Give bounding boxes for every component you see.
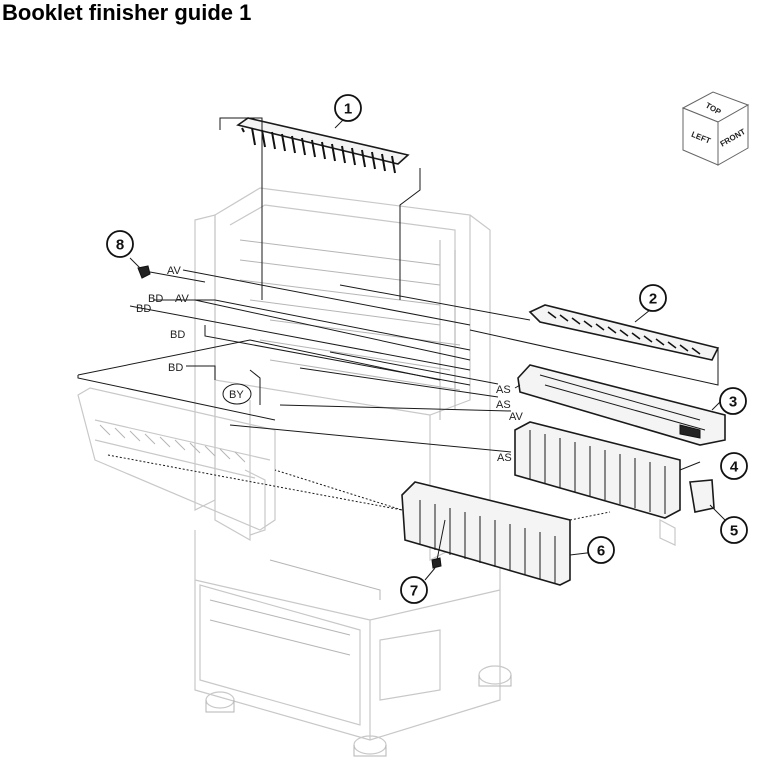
callout-3: 3 — [719, 387, 747, 415]
callout-2: 2 — [639, 284, 667, 312]
svg-text:1: 1 — [344, 101, 352, 118]
callout-8: 8 — [106, 230, 134, 258]
ref-label-av: AV — [175, 293, 190, 305]
page-title: Booklet finisher guide 1 — [2, 0, 252, 25]
part-7-screw — [424, 519, 446, 581]
callout-5: 5 — [720, 516, 748, 544]
callout-6: 6 — [587, 536, 615, 564]
reference-labels: AV BD AV BD BD BD BY AS AS AV AS — [136, 265, 524, 464]
ref-label-av: AV — [509, 411, 524, 423]
part-2-upper-guide — [339, 284, 720, 386]
part-1-comb-guide — [219, 117, 421, 300]
part-6-lower-guide — [274, 469, 611, 586]
ref-label-bd: BD — [136, 303, 151, 315]
ref-label-av: AV — [167, 265, 182, 277]
ref-label-as: AS — [496, 399, 511, 411]
callouts: 1 2 3 4 5 6 7 8 — [106, 94, 748, 604]
finisher-frame-ghost — [77, 187, 676, 757]
orientation-cube: TOP LEFT FRONT — [681, 91, 750, 166]
ref-label-bd: BD — [148, 293, 163, 305]
caster-wheels — [205, 665, 512, 757]
callout-4: 4 — [720, 452, 748, 480]
svg-text:6: 6 — [597, 543, 605, 560]
reference-leader-lines — [77, 269, 512, 511]
svg-text:5: 5 — [730, 523, 738, 540]
ref-label-bd: BD — [168, 362, 183, 374]
part-5-clip — [689, 479, 726, 521]
svg-text:4: 4 — [730, 459, 739, 476]
ref-label-by: BY — [229, 389, 244, 401]
callout-7: 7 — [400, 576, 428, 604]
part-3-guide-rail — [514, 364, 726, 446]
callout-1: 1 — [334, 94, 362, 122]
svg-text:8: 8 — [116, 237, 124, 254]
ref-label-as: AS — [496, 384, 511, 396]
ref-label-bd: BD — [170, 329, 185, 341]
ref-label-as: AS — [497, 452, 512, 464]
svg-text:7: 7 — [410, 583, 418, 600]
part-4-ribbed-guide — [514, 421, 701, 519]
ref-label-by-oval — [222, 383, 252, 405]
part-8-sensor — [129, 257, 206, 283]
svg-text:2: 2 — [649, 291, 657, 308]
svg-text:3: 3 — [729, 394, 737, 411]
